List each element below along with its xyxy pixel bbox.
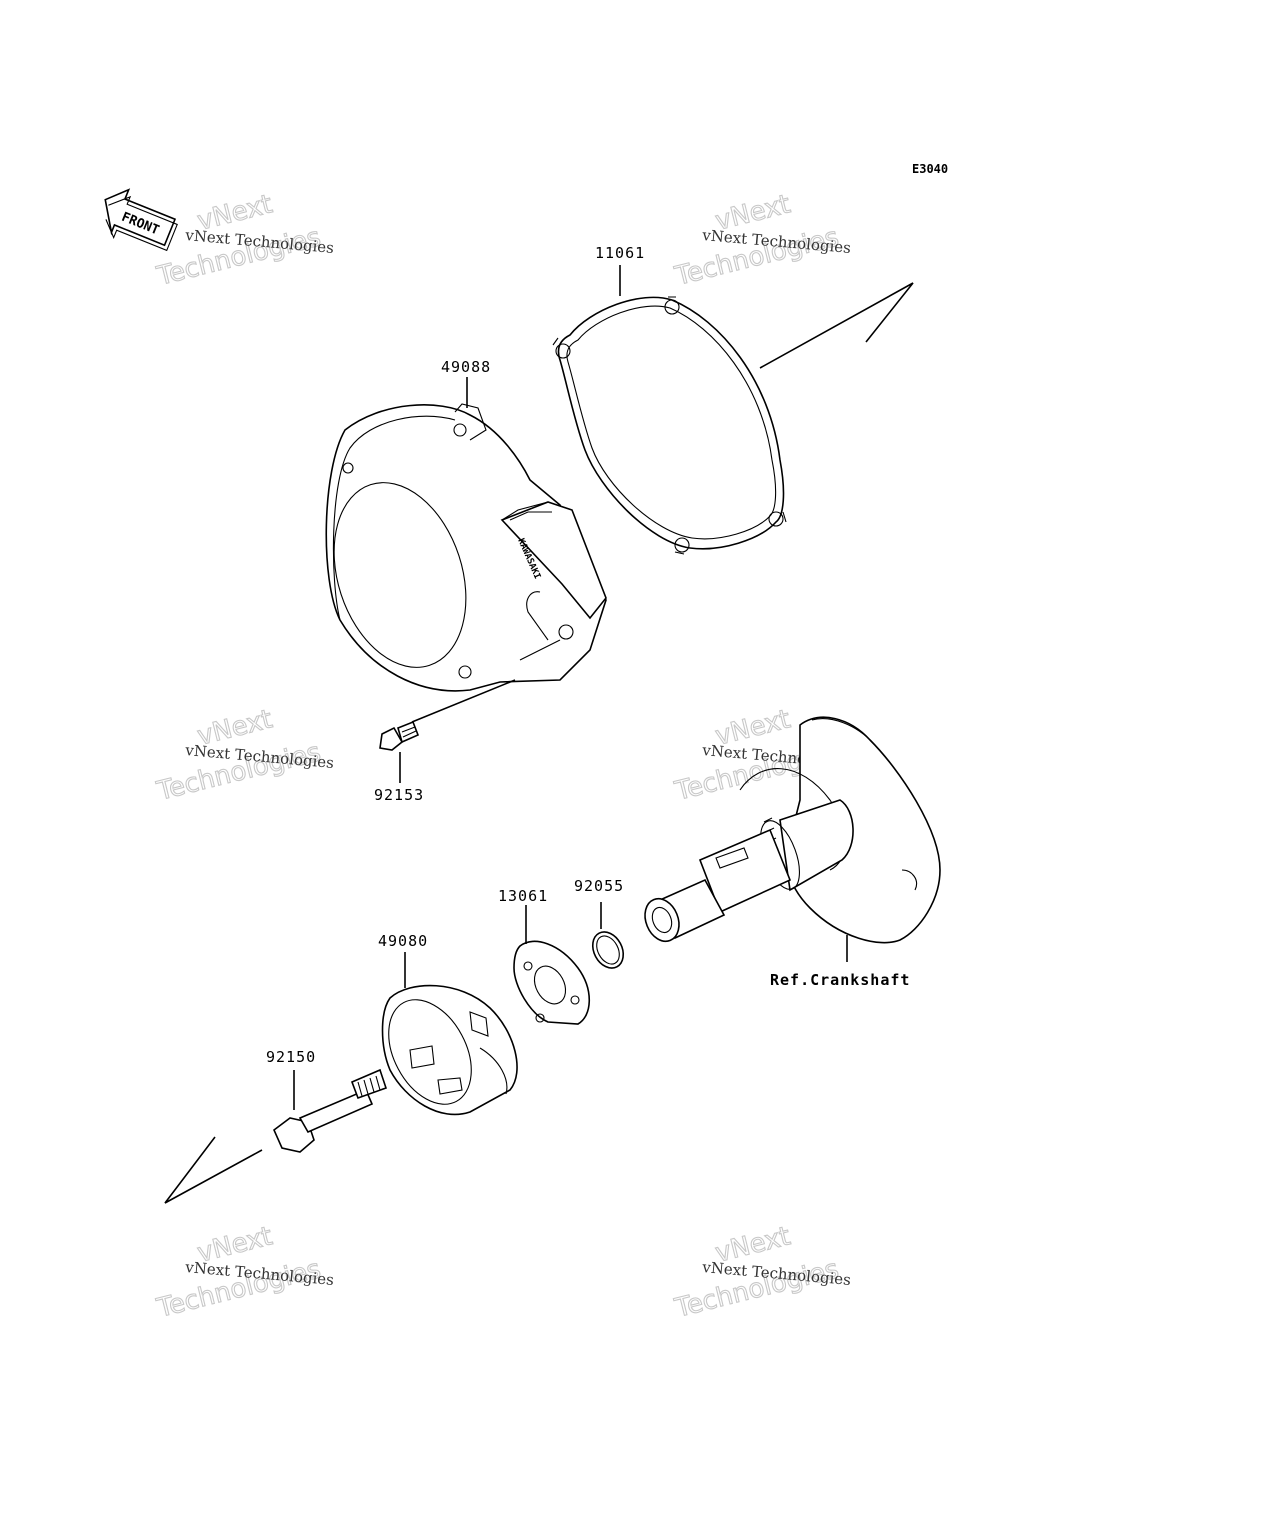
axis-upper-arrow bbox=[759, 282, 914, 369]
bolt-92153-part bbox=[379, 679, 516, 751]
part-label-49088: 49088 bbox=[441, 358, 491, 376]
watermark-bottom-left: vNext Technologies vNext Technologies bbox=[153, 1221, 335, 1325]
part-label-92055: 92055 bbox=[574, 877, 624, 895]
part-label-49080: 49080 bbox=[378, 932, 428, 950]
o-ring-part bbox=[591, 902, 625, 969]
front-arrow-icon: FRONT bbox=[104, 188, 178, 252]
reference-label: Ref.Crankshaft bbox=[770, 971, 910, 989]
cup-part bbox=[381, 952, 518, 1116]
part-label-92150: 92150 bbox=[266, 1048, 316, 1066]
plate-part bbox=[513, 905, 590, 1025]
watermark-mid-left: vNext Technologies vNext Technologies bbox=[153, 704, 335, 808]
watermark-bottom-right: vNext Technologies vNext Technologies bbox=[671, 1221, 852, 1325]
cover-part: KAWASAKI bbox=[325, 403, 607, 692]
part-label-13061: 13061 bbox=[498, 887, 548, 905]
gasket-part bbox=[552, 296, 787, 555]
diagram-code: E3040 bbox=[912, 162, 948, 176]
crankshaft-part bbox=[644, 716, 941, 962]
part-label-92153: 92153 bbox=[374, 786, 424, 804]
watermark-top-right: vNext Technologies vNext Technologies bbox=[671, 189, 852, 293]
part-label-11061: 11061 bbox=[595, 244, 645, 262]
watermark-top-left: vNext Technologies vNext Technologies bbox=[153, 189, 335, 293]
axis-lower-arrow bbox=[164, 1136, 263, 1204]
bolt-92150-part bbox=[273, 1068, 388, 1153]
